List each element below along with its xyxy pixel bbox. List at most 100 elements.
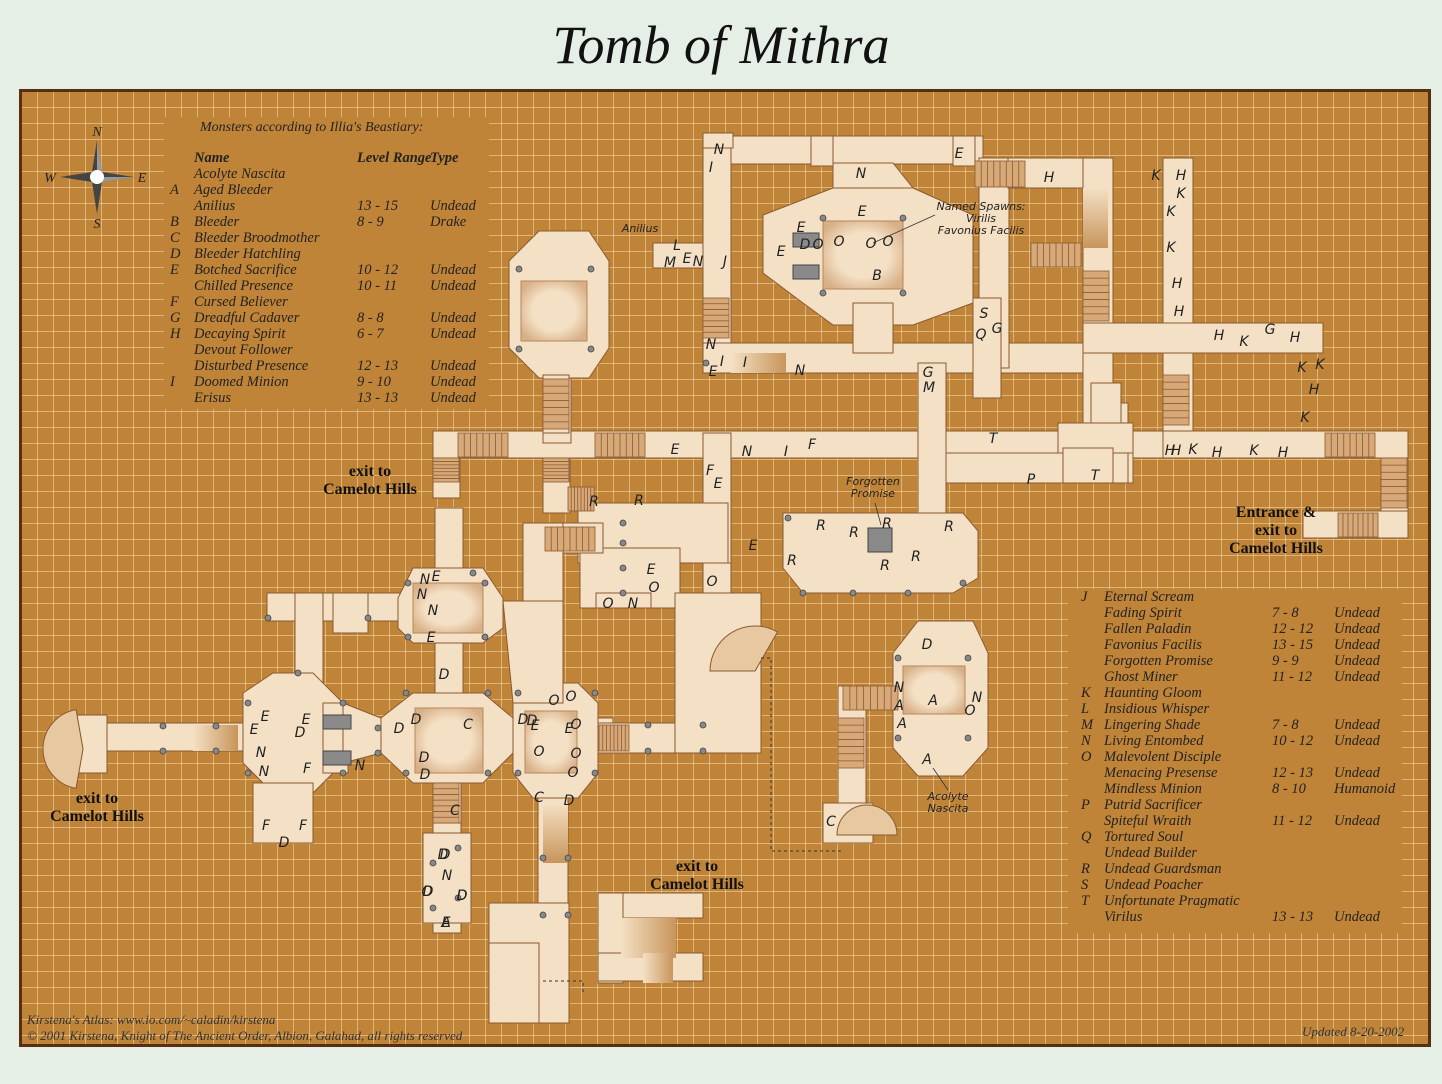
pillar [374, 724, 382, 732]
spawn-letter: H [1278, 445, 1289, 461]
spawn-letter: E [302, 712, 311, 728]
legend-left-type: Undead [430, 278, 476, 294]
crypt-hall-stem [852, 302, 894, 354]
spawn-letter: K [1249, 443, 1260, 459]
spawn-letter: O [421, 884, 432, 900]
legend-right-name: Undead Guardsman [1104, 861, 1222, 877]
spawn-letter: C [534, 790, 544, 806]
legend-right-row: L Insidious Whisper [1068, 701, 1402, 717]
legend-right-name: Undead Poacher [1104, 877, 1203, 893]
legend-right-type: Humanoid [1334, 781, 1396, 797]
spawn-letter: I [784, 444, 788, 460]
leader-line [932, 767, 949, 791]
pillar [404, 633, 412, 641]
legend-left-name: Doomed Minion [194, 374, 289, 390]
legend-right-type: Undead [1334, 717, 1380, 733]
spawn-letter: D [420, 767, 431, 783]
spawn-letter: A [896, 716, 907, 732]
pillar [469, 569, 477, 577]
spawn-letter: E [261, 709, 270, 725]
spawn-letter: E [955, 146, 964, 162]
pillar [699, 721, 707, 729]
sarcophagus [792, 232, 820, 248]
legend-right-name: Virilus [1104, 909, 1143, 925]
legend-right-name: Lingering Shade [1104, 717, 1201, 733]
compass-e: E [137, 171, 147, 186]
pillar [539, 854, 547, 862]
pillar [481, 633, 489, 641]
spawn-letter: H [1172, 276, 1183, 292]
spawn-letter: G [923, 365, 934, 381]
legend-right-key: O [1081, 749, 1092, 765]
monster-legend-left: Monsters according to Illia's Beastiary:… [164, 117, 489, 409]
legend-right-type: Undead [1334, 653, 1380, 669]
spawn-letter: H [1176, 168, 1187, 184]
spawn-letter: S [980, 306, 989, 322]
sarcophagus [322, 750, 352, 766]
spawn-letter: A [921, 752, 932, 768]
spawn-letter: E [250, 722, 259, 738]
corridor [674, 592, 762, 754]
spawn-letter: N [714, 142, 725, 158]
ramp [543, 803, 568, 863]
legend-right-level: 12 - 13 [1272, 765, 1314, 781]
pillar [894, 654, 902, 662]
legend-right-key: L [1081, 701, 1090, 717]
legend-right-level: 13 - 13 [1272, 909, 1314, 925]
pillar [819, 289, 827, 297]
footer-updated: Updated 8-20-2002 [1302, 1024, 1405, 1039]
spawn-letter: N [693, 254, 704, 270]
spawn-letter: O [865, 236, 876, 252]
anilius-note: Anilius [621, 222, 659, 235]
pillar [294, 669, 302, 677]
pillar [799, 589, 807, 597]
legend-left-name: Disturbed Presence [194, 358, 309, 374]
legend-left-name: Bleeder Broodmother [194, 230, 320, 246]
legend-left-key: A [170, 182, 179, 198]
legend-right-name: Insidious Whisper [1104, 701, 1210, 717]
spawn-letter: D [564, 793, 575, 809]
compass-rose-icon: N S E W [44, 125, 147, 232]
compass-s: S [94, 217, 101, 232]
pillar [964, 734, 972, 742]
pillar [619, 564, 627, 572]
legend-left-name: Bleeder Hatchling [194, 246, 301, 262]
stairs [542, 378, 570, 430]
legend-left-header-level: Level Range [357, 150, 432, 166]
spawn-letter: N [420, 572, 431, 588]
spawn-letter: L [673, 238, 681, 254]
spawn-letter: F [808, 437, 817, 453]
pillar [619, 519, 627, 527]
named-spawns-note: Named Spawns: [936, 200, 1025, 213]
pillar [899, 289, 907, 297]
anilius-alcove [652, 242, 704, 269]
legend-left-key: H [170, 326, 181, 342]
forgotten-promise-hall [782, 512, 979, 594]
spawn-letter: N [355, 758, 366, 774]
legend-left-level: 13 - 13 [357, 390, 399, 406]
pillar [514, 769, 522, 777]
legend-left-key: C [170, 230, 180, 246]
spawn-letter: D [279, 835, 290, 851]
spawn-letter: K [1166, 240, 1177, 256]
legend-left-name: Devout Follower [194, 342, 293, 358]
spawn-letter: D [295, 725, 306, 741]
pillar [515, 345, 523, 353]
ramp [643, 953, 673, 983]
legend-right-level: 11 - 12 [1272, 669, 1313, 685]
spawn-letter: E [749, 538, 758, 554]
corridor [952, 135, 976, 167]
corridor [810, 135, 834, 167]
